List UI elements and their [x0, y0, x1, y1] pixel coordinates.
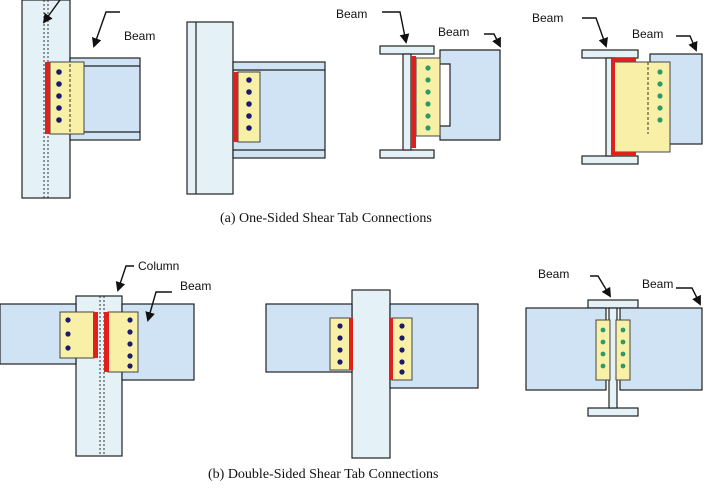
beam-label-a1: Beam [124, 29, 155, 43]
weld-a2 [233, 72, 238, 142]
girder-bottom-flange-a4 [581, 155, 639, 165]
pointer-a3-beam [484, 33, 501, 48]
detail-a3: Beam Beam [336, 7, 501, 159]
pointer-b3-beam [676, 287, 701, 306]
beam-label-a4: Beam [632, 27, 663, 41]
bolts-a1 [56, 69, 62, 123]
girder-bottom-flange-b3 [587, 407, 639, 417]
bolts-b3 [600, 327, 626, 369]
column-label-b1: Column [138, 259, 179, 273]
weld-a3 [411, 56, 416, 148]
bolts-b1 [65, 317, 133, 369]
detail-a1: Beam [21, 0, 155, 199]
pointer-a1-col [42, 0, 61, 24]
bolts-a4 [657, 69, 663, 123]
detail-b1: Column Beam [0, 259, 211, 457]
girder-top-flange-a4 [581, 49, 639, 59]
beam-label-a4-girder: Beam [532, 11, 563, 25]
detail-a4: Beam Beam [532, 11, 703, 165]
beam-label-b3: Beam [642, 277, 673, 291]
shear-tab-b3-left [595, 319, 611, 381]
girder-bottom-flange-a3 [379, 149, 435, 159]
beam-label-b3-girder: Beam [538, 267, 569, 281]
beam-label-a3-girder: Beam [336, 7, 367, 21]
pointer-a4-beam [676, 35, 698, 52]
girder-top-flange-a3 [379, 45, 435, 55]
column-a2 [186, 21, 234, 195]
pointer-b3-girder [590, 275, 612, 298]
pointer-a4-girder [582, 17, 608, 48]
column-b2 [351, 289, 391, 459]
shear-tab-b1-right [107, 311, 139, 373]
beam-a3 [439, 49, 501, 141]
pointer-a1-beam [91, 11, 120, 48]
caption-one-sided: (a) One-Sided Shear Tab Connections [220, 211, 432, 226]
beam-b3-left [525, 307, 607, 391]
detail-b2 [265, 289, 479, 459]
pointer-a3-girder [382, 11, 410, 44]
girder-top-flange-b3 [587, 299, 639, 309]
detail-b3: Beam Beam [525, 267, 703, 417]
bolts-b2 [337, 323, 405, 375]
shear-tab-b1-left [59, 311, 95, 359]
pointer-b1-col [115, 265, 134, 292]
shear-tab-b3-right [615, 319, 631, 381]
bolts-a3 [425, 65, 431, 131]
beam-b3-right [619, 307, 703, 391]
girder-web-a3 [402, 53, 412, 151]
beam-label-a3: Beam [438, 25, 469, 39]
shear-tab-a1 [49, 61, 85, 135]
bolts-a2 [246, 77, 252, 131]
caption-double-sided: (b) Double-Sided Shear Tab Connections [208, 467, 439, 482]
shear-tab-a3 [415, 57, 441, 137]
pointer-b1-beam [145, 291, 172, 322]
detail-a2 [186, 21, 326, 195]
beam-label-b1: Beam [180, 279, 211, 293]
weld-a1 [45, 62, 50, 134]
weld-a4 [611, 58, 615, 156]
